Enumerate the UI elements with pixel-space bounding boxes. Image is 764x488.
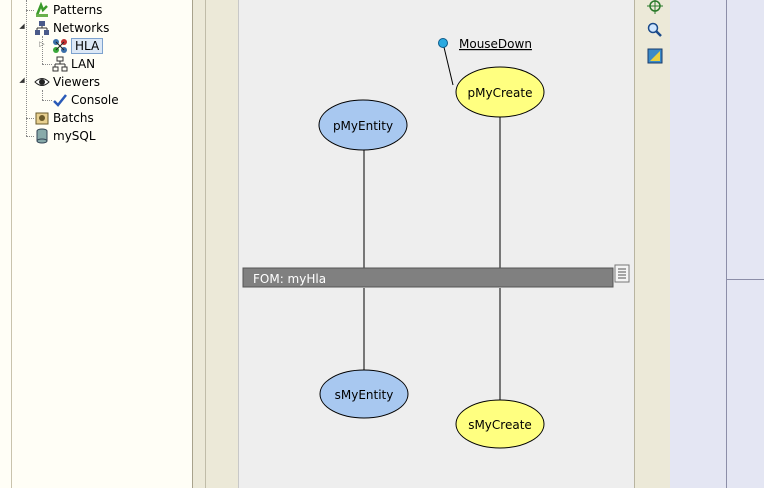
node-label: pMyEntity [333,119,393,133]
tree-item-label: Batchs [53,111,94,125]
tree-guide-line [42,64,52,65]
tree-guide-line [42,100,52,101]
event-dot-icon[interactable] [438,38,448,48]
tree-item-hla[interactable]: HLA [52,37,104,55]
event-link-line [442,42,454,86]
tree-item-label: mySQL [53,129,96,143]
node-s-entity[interactable]: sMyEntity [319,369,409,419]
crosshair-button[interactable] [645,0,665,16]
palette-icon [647,48,663,64]
event-label[interactable]: MouseDown [459,37,532,51]
splitter[interactable] [193,0,238,488]
tree-item-label: LAN [71,57,96,71]
palette-button[interactable] [645,46,665,66]
fom-handle-icon[interactable] [614,264,630,283]
fom-bar-rect [242,267,614,288]
tree-item-label: Networks [53,21,110,35]
lan-icon [52,56,68,72]
tree-item-mysql[interactable]: mySQL [34,127,96,145]
diagram-toolbar [634,0,671,488]
node-label: pMyCreate [468,86,533,100]
fom-bar[interactable]: FOM: myHla [242,267,614,288]
node-s-create[interactable]: sMyCreate [455,399,545,449]
pane-divider [726,279,764,280]
checkmark-icon [52,92,68,108]
tree-item-viewers[interactable]: Viewers [34,73,100,91]
crosshair-icon [647,0,663,14]
collapse-arrow-icon[interactable]: ◢ [19,76,25,84]
network-icon [34,20,50,36]
tree-item-lan[interactable]: LAN [52,55,95,73]
project-tree: Patterns ◢ Networks ▷ HLA LAN ◢ Viewers [0,0,193,488]
tree-guide-line [26,136,34,137]
zoom-button[interactable] [645,20,665,40]
tree-item-patterns[interactable]: Patterns [34,1,102,19]
tree-item-label: Patterns [53,3,103,17]
database-icon [34,128,50,144]
pane-divider [726,0,727,488]
tree-item-label: HLA [71,38,104,54]
eye-icon [34,74,50,90]
node-label: sMyEntity [335,388,394,402]
collapse-arrow-icon[interactable]: ◢ [19,22,25,30]
tree-item-console[interactable]: Console [52,91,119,109]
tree-guide-line [26,0,27,136]
tree-item-networks[interactable]: Networks [34,19,109,37]
tree-item-batchs[interactable]: Batchs [34,109,94,127]
zoom-icon [647,22,662,37]
tree-item-label: Console [71,93,119,107]
tree-left-border [11,0,12,488]
node-p-create[interactable]: pMyCreate [455,66,545,118]
hla-icon [52,38,68,54]
node-label: sMyCreate [468,418,532,432]
expand-arrow-icon[interactable]: ▷ [39,40,45,48]
tree-item-label: Viewers [53,75,101,89]
fom-label: FOM: myHla [253,272,326,286]
diagram-canvas[interactable]: FOM: myHla MouseDown pMyEntity pMyCreate… [238,0,635,488]
splitter-line [205,0,206,488]
patterns-icon [34,1,50,18]
tree-guide-line [26,118,34,119]
diagram-svg: FOM: myHla MouseDown pMyEntity pMyCreate… [242,37,630,449]
batch-icon [34,110,50,126]
node-p-entity[interactable]: pMyEntity [318,99,408,151]
tree-guide-line [26,10,34,11]
tree-guide-line [42,90,43,100]
tree-guide-line [42,36,43,64]
right-pane [670,0,764,488]
